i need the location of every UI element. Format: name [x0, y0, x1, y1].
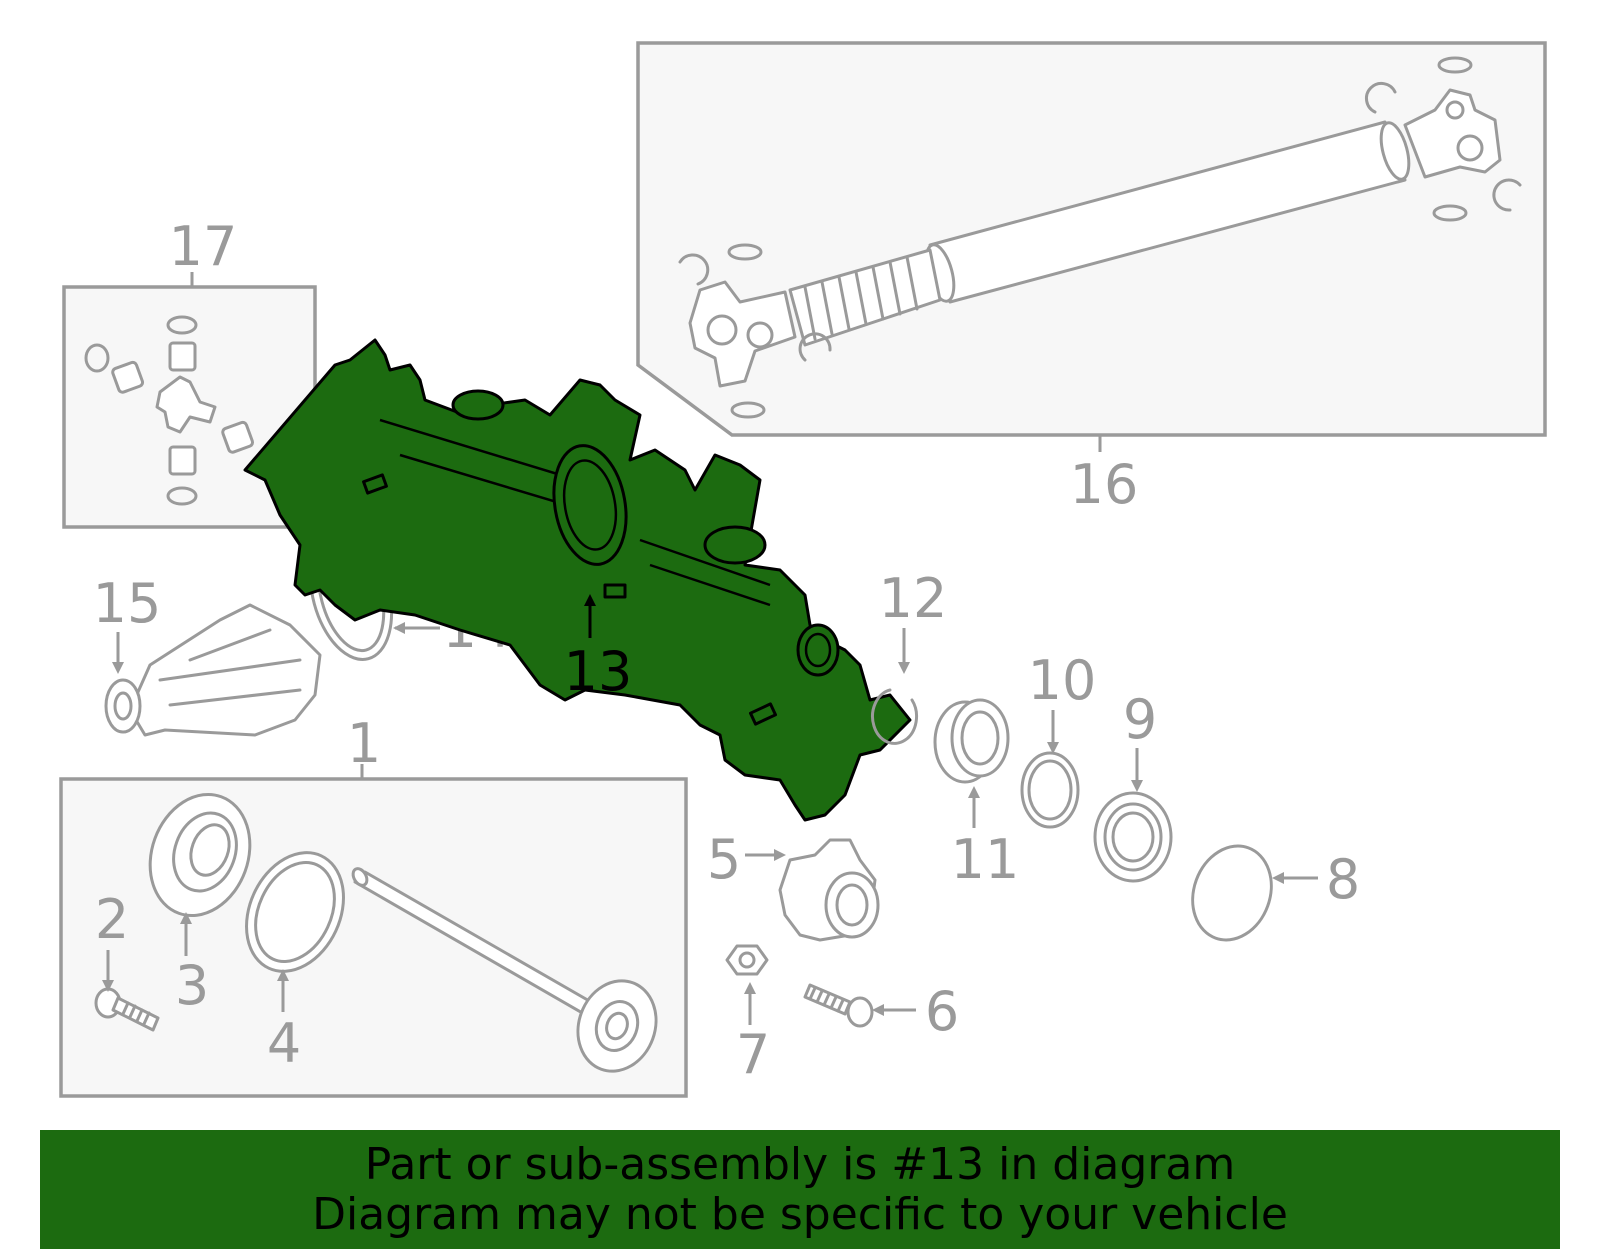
bearing-icon	[933, 698, 1010, 784]
callout-7: 7	[736, 1023, 770, 1086]
wheel-hub-icon	[778, 838, 880, 942]
part-4-gasket-group[interactable]: 4	[228, 837, 362, 1075]
universal-joint-icon	[84, 315, 287, 506]
callout-3: 3	[175, 954, 209, 1017]
callout-11: 11	[951, 828, 1020, 891]
callout-17: 17	[169, 215, 238, 278]
nut-icon	[725, 944, 769, 976]
o-ring-icon	[1191, 844, 1273, 942]
shaft-gasket-icon	[245, 851, 345, 973]
callout-2: 2	[95, 888, 129, 951]
snap-ring-icon	[871, 688, 919, 745]
part-6-bolt-group[interactable]: 6	[803, 980, 959, 1043]
callout-4: 4	[267, 1012, 301, 1075]
callout-13: 13	[564, 640, 633, 703]
banner-line-2: Diagram may not be specific to your vehi…	[312, 1189, 1288, 1240]
callout-16: 16	[1070, 453, 1139, 516]
axle-shaft-icon	[351, 867, 658, 1073]
part-8-o-ring-group[interactable]: 8	[1180, 835, 1360, 951]
callout-5: 5	[707, 828, 741, 891]
part-5-hub-group[interactable]: 5	[707, 828, 880, 942]
part-9-seal-group[interactable]: 9	[1093, 688, 1173, 883]
retainer-ring-icon	[1020, 751, 1080, 829]
callout-10: 10	[1028, 649, 1097, 712]
part-2-bolt-group[interactable]: 2	[94, 888, 160, 1032]
part-12-snap-ring-group[interactable]: 12	[871, 567, 948, 745]
part-11-bearing-group[interactable]: 11	[933, 698, 1020, 891]
notice-banner: Part or sub-assembly is #13 in diagram D…	[40, 1130, 1560, 1249]
oil-seal-icon	[1093, 791, 1173, 883]
banner-line-1: Part or sub-assembly is #13 in diagram	[364, 1139, 1236, 1190]
callout-1: 1	[347, 712, 381, 775]
callout-6: 6	[925, 980, 959, 1043]
part-16-drive-shaft-group[interactable]: 16	[636, 41, 1547, 516]
part-3-plate-group[interactable]: 3	[134, 780, 267, 1017]
axle-housing-icon	[243, 338, 912, 822]
drive-shaft-icon	[678, 56, 1522, 419]
backing-plate-icon	[148, 792, 252, 918]
part-10-retainer-group[interactable]: 10	[1020, 649, 1097, 829]
callout-15: 15	[93, 572, 162, 635]
part-13-axle-housing-group[interactable]: 13	[243, 338, 912, 822]
bolt-icon	[94, 987, 160, 1032]
callout-8: 8	[1326, 848, 1360, 911]
part-1-axle-shaft-group[interactable]: 1 2 3	[59, 712, 688, 1098]
part-15-carrier-group[interactable]: 15	[93, 572, 322, 737]
part-7-nut-group[interactable]: 7	[725, 944, 770, 1086]
differential-carrier-icon	[104, 603, 322, 737]
callout-9: 9	[1123, 688, 1157, 751]
hub-bolt-icon	[803, 983, 874, 1028]
callout-12: 12	[879, 567, 948, 630]
